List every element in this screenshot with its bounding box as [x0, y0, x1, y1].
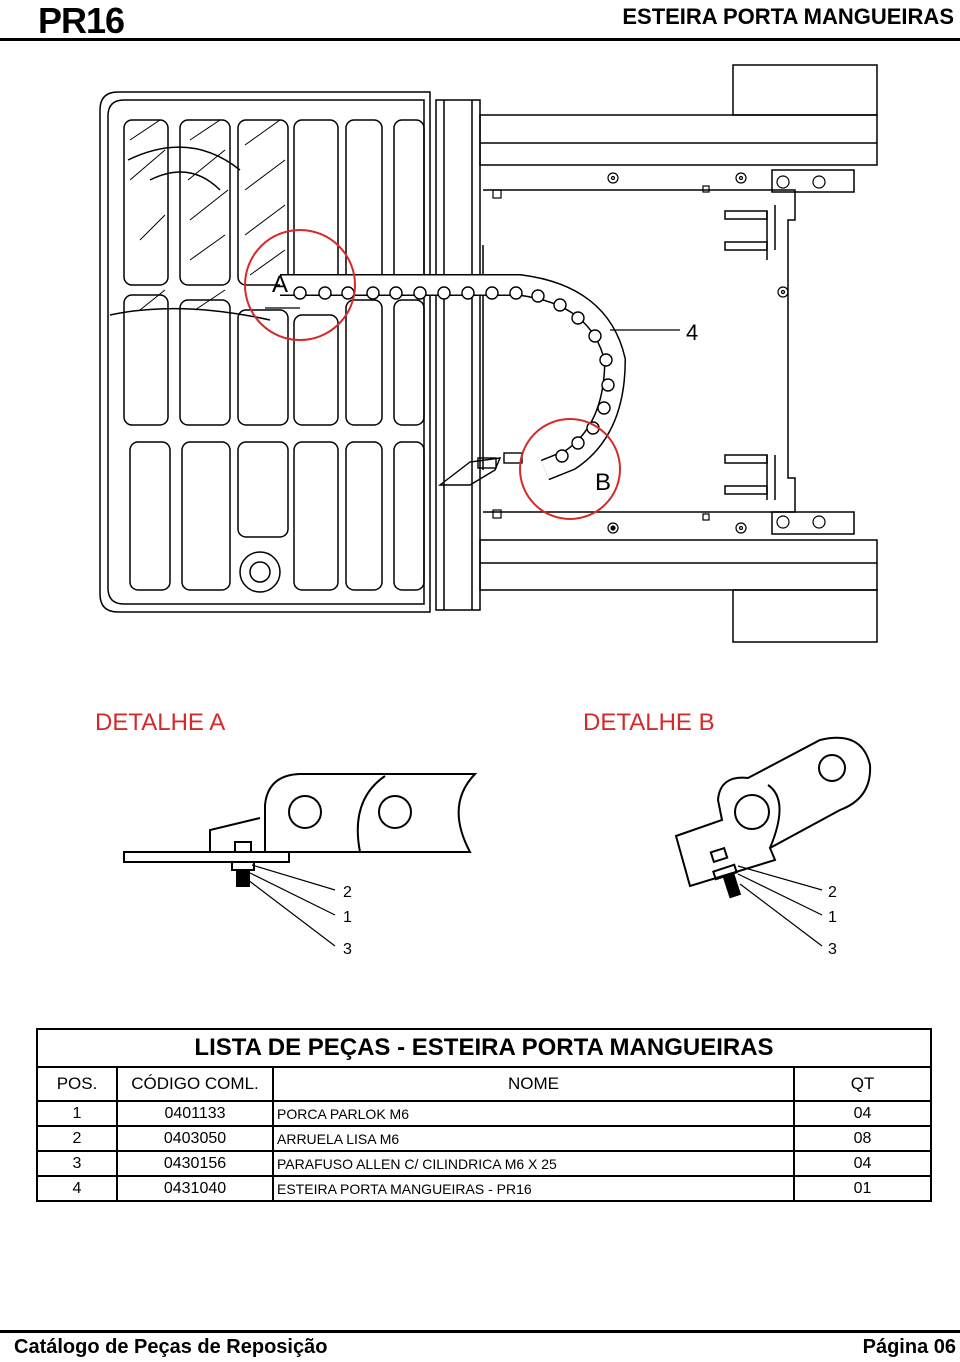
row-code: 0431040 [117, 1175, 274, 1200]
callout-b: B [595, 469, 611, 496]
col-name: NOME [273, 1066, 795, 1101]
page-title: ESTEIRA PORTA MANGUEIRAS [622, 4, 954, 29]
row-qt: 01 [794, 1175, 930, 1200]
row-name: PORCA PARLOK M6 [273, 1100, 795, 1126]
parts-list-title: LISTA DE PEÇAS - ESTEIRA PORTA MANGUEIRA… [194, 1034, 774, 1061]
row-name: PARAFUSO ALLEN C/ CILINDRICA M6 X 25 [273, 1150, 795, 1176]
page-number: Página 06 [862, 1336, 956, 1358]
detail-b-label-2: 2 [828, 884, 837, 901]
model-code: PR16 [38, 0, 125, 41]
detail-a-title: DETALHE A [95, 709, 225, 736]
footer-rule [0, 1330, 960, 1333]
detail-b-leaders [737, 865, 823, 947]
row-pos: 1 [38, 1100, 118, 1126]
row-qt: 04 [794, 1150, 930, 1176]
parts-list: LISTA DE PEÇAS - ESTEIRA PORTA MANGUEIRA… [36, 1028, 932, 1202]
header-rule [0, 38, 960, 41]
grille-slots [109, 119, 425, 593]
parts-table: POS. CÓDIGO COML. NOME QT 1 0401133 PORC… [38, 1066, 930, 1200]
detail-b-label-3: 3 [828, 941, 837, 958]
hatching [129, 119, 286, 311]
row-name: ESTEIRA PORTA MANGUEIRAS - PR16 [273, 1175, 795, 1200]
row-qt: 04 [794, 1100, 930, 1126]
catalog-title: Catálogo de Peças de Reposição [14, 1336, 328, 1358]
row-code: 0403050 [117, 1125, 274, 1151]
frame-assembly [99, 64, 878, 643]
row-name: ARRUELA LISA M6 [273, 1125, 795, 1151]
detail-circles [244, 229, 621, 520]
detail-a-label-3: 3 [343, 941, 352, 958]
parts-header-row: POS. CÓDIGO COML. NOME QT [38, 1066, 930, 1101]
detail-a-leaders [247, 864, 336, 947]
col-pos: POS. [38, 1066, 118, 1101]
row-pos: 4 [38, 1175, 118, 1200]
technical-drawing: A B 4 DETALHE A 2 1 3 DETALHE B 2 1 3 [95, 64, 878, 958]
col-code: CÓDIGO COML. [117, 1066, 274, 1101]
row-pos: 2 [38, 1125, 118, 1151]
row-code: 0430156 [117, 1150, 274, 1176]
detail-b-title: DETALHE B [583, 709, 715, 736]
row-code: 0401133 [117, 1100, 274, 1126]
row-pos: 3 [38, 1150, 118, 1176]
detail-a-drawing [123, 773, 478, 887]
callout-a: A [272, 271, 288, 298]
table-row: 3 0430156 PARAFUSO ALLEN C/ CILINDRICA M… [38, 1150, 930, 1176]
detail-a-label-2: 2 [343, 884, 352, 901]
table-row: 1 0401133 PORCA PARLOK M6 04 [38, 1100, 930, 1126]
callout-part-4: 4 [686, 320, 698, 345]
col-qt: QT [794, 1066, 930, 1101]
table-row: 2 0403050 ARRUELA LISA M6 08 [38, 1125, 930, 1151]
row-qt: 08 [794, 1125, 930, 1151]
detail-b-label-1: 1 [828, 909, 837, 926]
hose-chain [280, 274, 627, 486]
table-row: 4 0431040 ESTEIRA PORTA MANGUEIRAS - PR1… [38, 1175, 930, 1200]
frame-bolts [492, 172, 826, 534]
detail-a-label-1: 1 [343, 909, 352, 926]
detail-b-drawing [674, 736, 872, 899]
